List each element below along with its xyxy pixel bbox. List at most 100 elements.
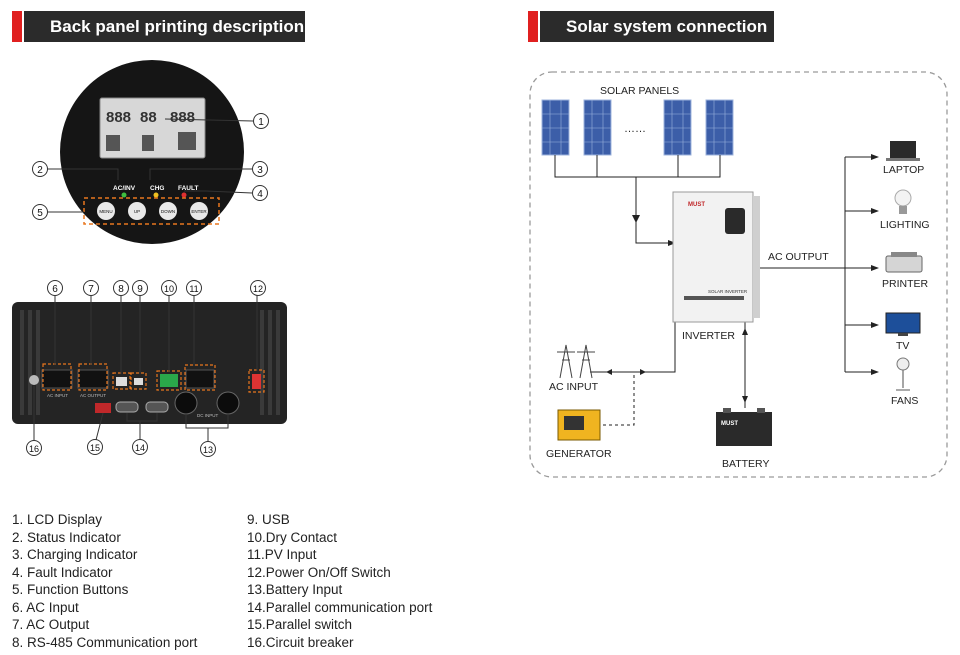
leader-1 [164,118,254,122]
load-tv-label: TV [896,340,909,352]
callout-5-label: 5 [37,208,43,219]
leader-14 [126,413,158,440]
lcd-digits-3: 888 [170,109,195,126]
callout-15 [87,439,103,455]
system-dashed-frame [529,71,948,478]
leader-4 [184,190,253,194]
ac-input-label: AC INPUT [47,393,68,398]
callout-15-label: 15 [90,443,100,453]
solar-panels-label: SOLAR PANELS [600,85,679,97]
lcd-icon-solar [106,135,120,151]
callout-11 [186,280,202,296]
tv-icon [885,312,921,336]
dry-contact-block [160,374,178,387]
legend-item: 2. Status Indicator [12,529,121,545]
callout-7 [83,280,99,296]
power-switch [252,374,261,389]
vent-slots [20,310,280,415]
legend-item: 13.Battery Input [247,582,343,597]
callout-5 [32,204,48,220]
header-back-panel: Back panel printing description [12,11,305,42]
lcd-digits-2: 88 [140,109,157,126]
ac-output-label: AC OUTPUT [768,251,829,263]
down-button [159,202,177,220]
solar-panel-1 [541,99,570,156]
panel-bus [554,155,721,244]
rs485-port [116,377,127,386]
status-label-fault: FAULT [178,185,198,192]
callout-2-label: 2 [37,165,43,176]
callout-9 [132,280,148,296]
parallel-port-2 [145,401,169,413]
inverter-brand: MUST [688,202,705,208]
callout-12 [250,280,266,296]
ac-input-terminal [41,369,73,389]
legend-item: 9. USB [247,512,290,527]
callout-1-label: 1 [258,117,264,128]
parallel-port-1 [115,401,139,413]
callout-10 [161,280,177,296]
leader-2 [47,168,119,180]
battery-label: BATTERY [722,458,769,470]
legend-item: 11.PV Input [247,547,317,562]
callout-2 [32,161,48,177]
legend-item: 14.Parallel communication port [247,599,433,615]
callout-13-label: 13 [203,445,213,455]
generator-line [603,372,635,426]
battery-terminal-2 [216,391,240,415]
callout-11-label: 11 [189,284,198,294]
inverter-label: INVERTER [682,330,735,342]
load-laptop-label: LAPTOP [883,164,924,176]
callout-13 [200,441,216,457]
leader-13 [185,414,229,442]
inverter-display [725,208,745,234]
legend-item: 6. AC Input [12,599,79,615]
callout-3 [252,161,268,177]
led-green [121,192,127,198]
led-yellow [153,192,159,198]
callout-16 [26,440,42,456]
legend-item: 3. Charging Indicator [12,547,138,562]
down-button-label: DOWN [161,209,175,214]
callout-7-label: 7 [88,284,94,295]
battery-terminal-1 [174,391,198,415]
load-printer-label: PRINTER [882,278,929,290]
lcd-digits-1: 888 [106,109,131,126]
status-label-acinv: AC/INV [113,185,136,192]
function-buttons: MENU UP DOWN ENTER [97,202,208,220]
legend-item: 15.Parallel switch [247,617,353,632]
fan-icon [896,357,910,391]
bulb-icon [894,189,912,214]
legend-item: 7. AC Output [12,617,90,632]
callout-6-label: 6 [52,284,58,295]
callout-8 [113,280,129,296]
load-lighting-label: LIGHTING [880,219,930,231]
callout-14-label: 14 [135,443,145,453]
back-panel-body [12,302,287,424]
solar-system-diagram: SOLAR PANELS …… MUST SOLAR INVERTER INVE… [529,71,948,478]
legend-item: 12.Power On/Off Switch [247,564,391,580]
status-label-chg: CHG [150,185,164,192]
battery-brand: MUST [721,421,738,427]
circuit-breaker [29,375,39,385]
enter-button-label: ENTER [191,209,207,214]
generator-icon [557,409,601,441]
enter-button [190,202,208,220]
ac-input-label: AC INPUT [549,381,599,393]
up-button-label: UP [134,209,140,214]
front-panel-diagram: 888 88 888 AC/INV CHG FAULT MENU UP DOWN… [32,60,269,244]
ac-output-bus [740,156,875,373]
legend-right: 9. USB 10.Dry Contact 11.PV Input 12.Pow… [247,511,432,651]
leader-3 [149,168,252,180]
parallel-switch [95,403,111,413]
generator-label: GENERATOR [546,448,612,460]
usb-port [134,378,143,385]
callout-4 [252,185,268,201]
callout-12-label: 12 [253,284,263,294]
callout-10-label: 10 [164,284,174,294]
callout-4-label: 4 [257,189,263,200]
printer-icon [885,252,923,273]
highlight-usb [130,372,147,390]
legend-item: 16.Circuit breaker [247,634,354,650]
up-button [128,202,146,220]
